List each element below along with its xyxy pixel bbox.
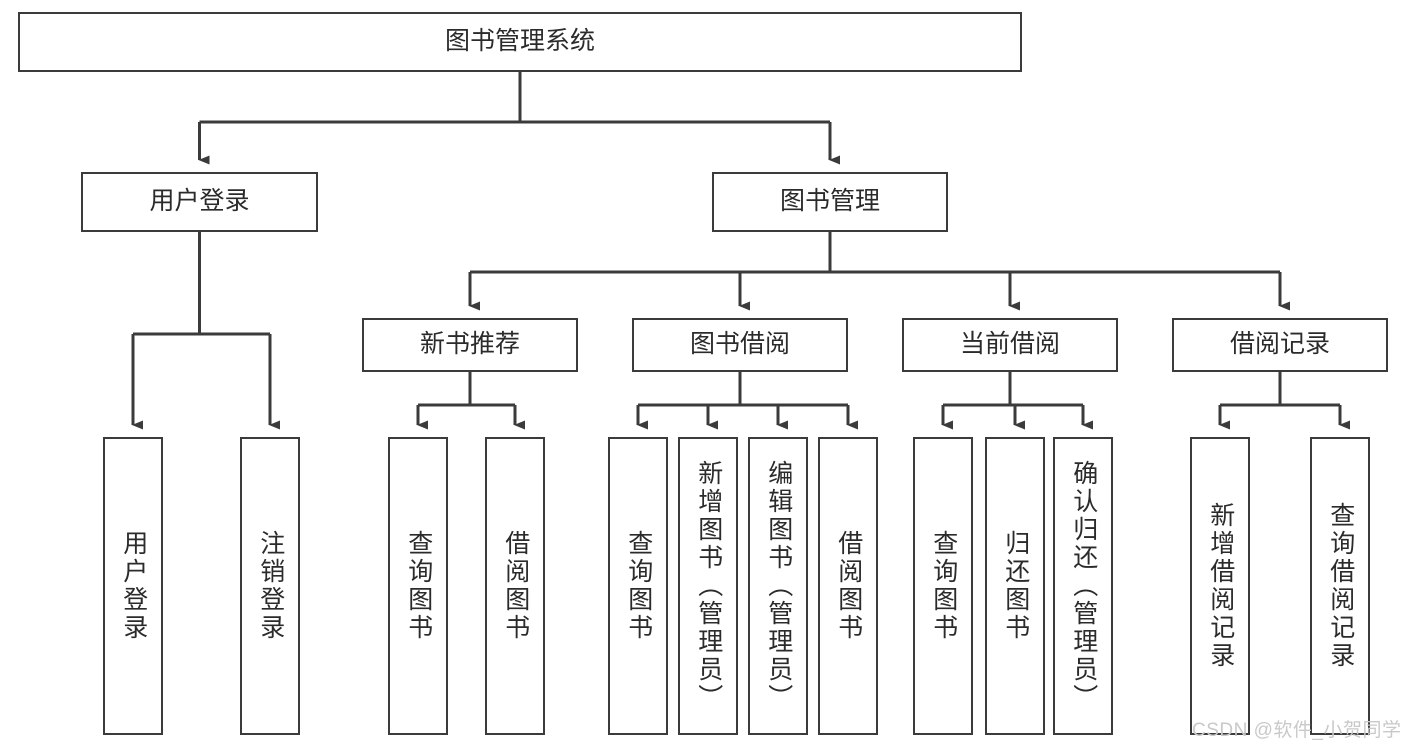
node-leaf-edit-book[interactable]: 编辑图书（管理员） <box>748 437 808 735</box>
node-leaf-user-logout[interactable]: 注销登录 <box>240 437 300 735</box>
node-leaf-confirm-return[interactable]: 确认归还（管理员） <box>1053 437 1113 735</box>
node-leaf-add-book[interactable]: 新增图书（管理员） <box>678 437 738 735</box>
node-label: 当前借阅 <box>959 330 1060 359</box>
node-label: 编辑图书（管理员） <box>764 460 793 712</box>
node-label: 注销登录 <box>256 530 285 642</box>
node-label: 查询借阅记录 <box>1326 502 1355 670</box>
node-book-manage[interactable]: 图书管理 <box>712 172 948 232</box>
node-label: 借阅图书 <box>834 530 863 642</box>
node-label: 新书推荐 <box>419 330 520 359</box>
node-label: 确认归还（管理员） <box>1069 460 1098 712</box>
node-current-borrow[interactable]: 当前借阅 <box>902 318 1118 372</box>
node-leaf-query-book-1[interactable]: 查询图书 <box>388 437 448 735</box>
node-label: 新增图书（管理员） <box>694 460 723 712</box>
node-label: 图书借阅 <box>689 330 790 359</box>
node-label: 新增借阅记录 <box>1206 502 1235 670</box>
node-leaf-borrow-book-1[interactable]: 借阅图书 <box>485 437 545 735</box>
node-label: 用户登录 <box>149 187 250 216</box>
node-leaf-query-book-2[interactable]: 查询图书 <box>608 437 668 735</box>
node-leaf-add-record[interactable]: 新增借阅记录 <box>1190 437 1250 735</box>
node-label: 查询图书 <box>624 530 653 642</box>
node-root-system[interactable]: 图书管理系统 <box>18 12 1022 72</box>
node-label: 用户登录 <box>119 530 148 642</box>
node-user-login[interactable]: 用户登录 <box>81 172 318 232</box>
node-leaf-borrow-book-2[interactable]: 借阅图书 <box>818 437 878 735</box>
node-label: 借阅图书 <box>501 530 530 642</box>
node-label: 图书管理 <box>779 187 880 216</box>
node-leaf-query-record[interactable]: 查询借阅记录 <box>1310 437 1370 735</box>
node-label: 借阅记录 <box>1229 330 1330 359</box>
node-leaf-return-book[interactable]: 归还图书 <box>985 437 1045 735</box>
node-label: 图书管理系统 <box>444 27 595 56</box>
node-leaf-user-login[interactable]: 用户登录 <box>103 437 163 735</box>
node-label: 归还图书 <box>1001 530 1030 642</box>
node-leaf-query-book-3[interactable]: 查询图书 <box>913 437 973 735</box>
node-label: 查询图书 <box>404 530 433 642</box>
node-label: 查询图书 <box>929 530 958 642</box>
node-borrow-record[interactable]: 借阅记录 <box>1172 318 1388 372</box>
node-book-borrow[interactable]: 图书借阅 <box>632 318 848 372</box>
node-new-book-rec[interactable]: 新书推荐 <box>362 318 578 372</box>
